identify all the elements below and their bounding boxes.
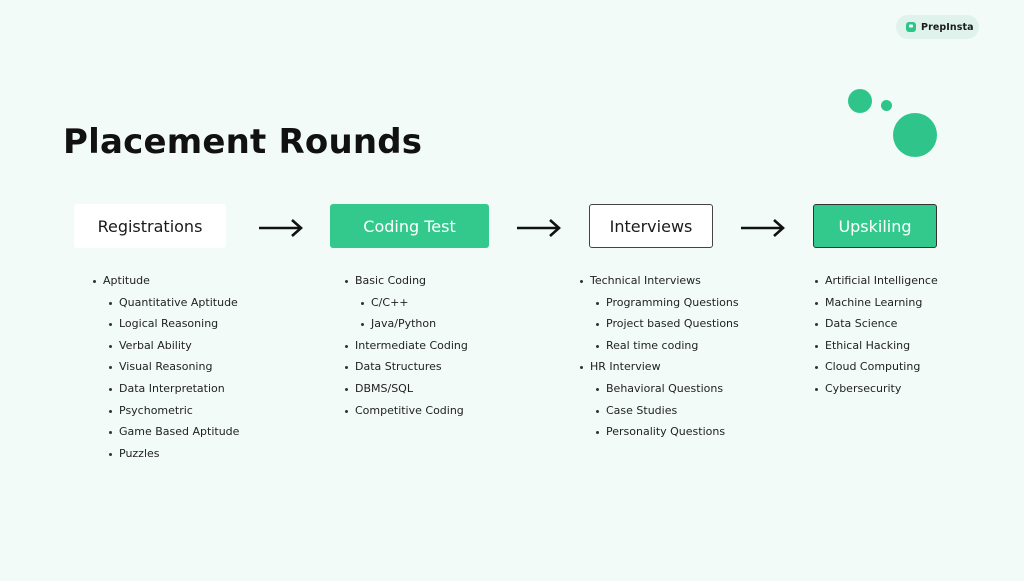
list-item: Aptitude bbox=[93, 272, 239, 294]
prepinsta-logo-icon bbox=[906, 22, 916, 32]
list-item: Cybersecurity bbox=[815, 380, 938, 402]
list-item: Java/Python bbox=[345, 315, 468, 337]
list-item: Ethical Hacking bbox=[815, 337, 938, 359]
decorative-dot-icon bbox=[893, 113, 937, 157]
list-item: Verbal Ability bbox=[93, 337, 239, 359]
list-item: Competitive Coding bbox=[345, 402, 468, 424]
brand-logo: PrepInsta bbox=[896, 15, 979, 39]
list-item: Intermediate Coding bbox=[345, 337, 468, 359]
list-item: Behavioral Questions bbox=[580, 380, 739, 402]
list-item: Data Science bbox=[815, 315, 938, 337]
decorative-dot-icon bbox=[848, 89, 872, 113]
list-item: Machine Learning bbox=[815, 294, 938, 316]
list-item: Real time coding bbox=[580, 337, 739, 359]
stage-registrations: Registrations bbox=[74, 204, 226, 248]
page-title: Placement Rounds bbox=[63, 122, 423, 162]
stage-coding-test: Coding Test bbox=[330, 204, 489, 248]
list-item: Visual Reasoning bbox=[93, 358, 239, 380]
list-item: Artificial Intelligence bbox=[815, 272, 938, 294]
list-item: HR Interview bbox=[580, 358, 739, 380]
list-item: Quantitative Aptitude bbox=[93, 294, 239, 316]
list-item: Logical Reasoning bbox=[93, 315, 239, 337]
list-item: C/C++ bbox=[345, 294, 468, 316]
list-item: Psychometric bbox=[93, 402, 239, 424]
list-item: Technical Interviews bbox=[580, 272, 739, 294]
decorative-dot-icon bbox=[881, 100, 892, 111]
stage-interviews: Interviews bbox=[589, 204, 713, 248]
list-item: Data Interpretation bbox=[93, 380, 239, 402]
list-item: Puzzles bbox=[93, 445, 239, 467]
list-item: Programming Questions bbox=[580, 294, 739, 316]
arrow-right-icon bbox=[741, 219, 785, 237]
list-item: Case Studies bbox=[580, 402, 739, 424]
brand-name: PrepInsta bbox=[921, 21, 974, 33]
stage-upskiling: Upskiling bbox=[813, 204, 937, 248]
arrow-right-icon bbox=[259, 219, 303, 237]
list-item: DBMS/SQL bbox=[345, 380, 468, 402]
list-item: Personality Questions bbox=[580, 423, 739, 445]
list-item: Cloud Computing bbox=[815, 358, 938, 380]
arrow-right-icon bbox=[517, 219, 561, 237]
list-item: Game Based Aptitude bbox=[93, 423, 239, 445]
list-item: Project based Questions bbox=[580, 315, 739, 337]
list-item: Basic Coding bbox=[345, 272, 468, 294]
list-item: Data Structures bbox=[345, 358, 468, 380]
